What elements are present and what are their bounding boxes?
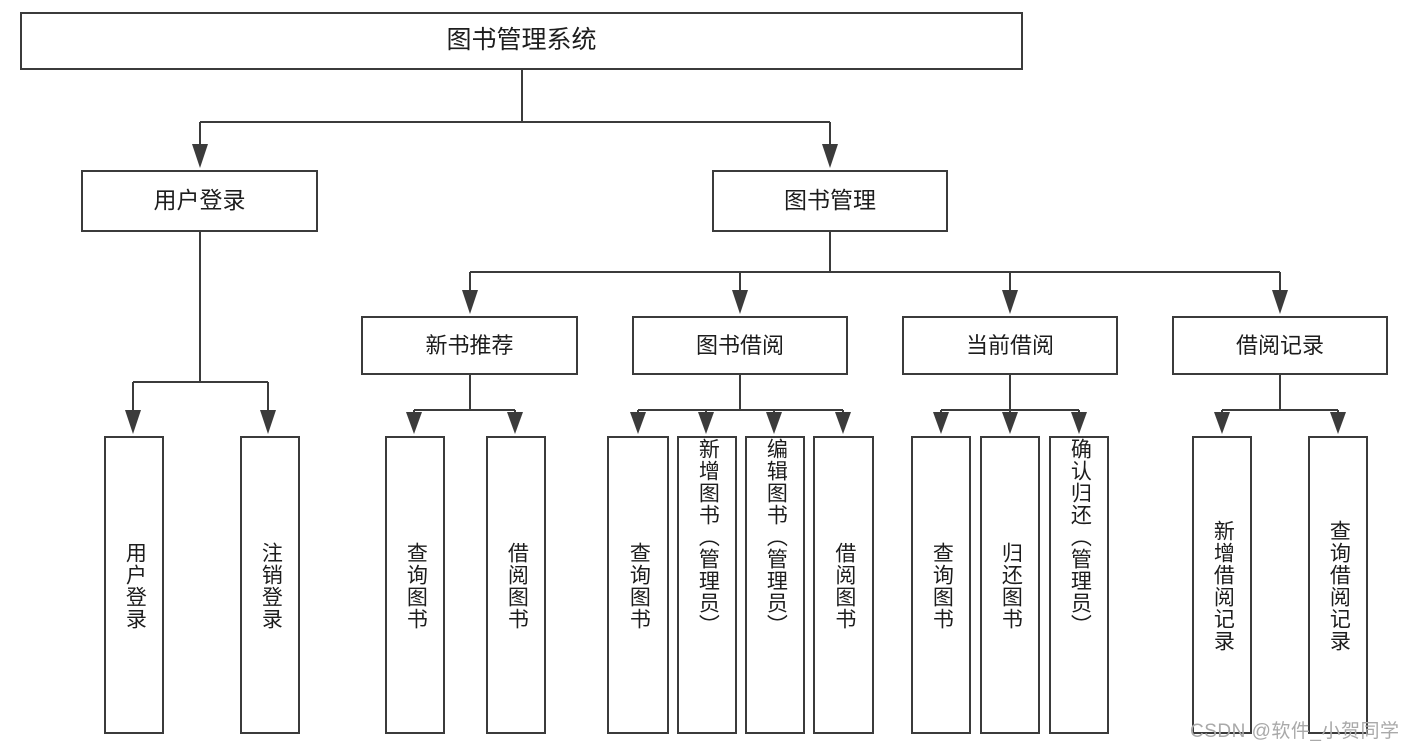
node-leaf-bb-add-book[interactable]: 新增图书（管理员）	[677, 436, 737, 734]
node-leaf-bb-query-book-label: 查询图书	[627, 542, 651, 630]
node-leaf-user-login-label: 用户登录	[123, 542, 147, 630]
node-user-login[interactable]: 用户登录	[81, 170, 318, 232]
arrow-head-borrow-record	[1272, 290, 1288, 314]
node-book-borrow[interactable]: 图书借阅	[632, 316, 848, 375]
arrow-head-book-borrow	[732, 290, 748, 314]
arrow-head-bb-leaf-4	[835, 412, 851, 434]
leaf-inner: 查询图书	[387, 438, 443, 732]
leaf-inner: 查询借阅记录	[1310, 438, 1366, 732]
node-borrow-record[interactable]: 借阅记录	[1172, 316, 1388, 375]
leaf-inner: 归还图书	[982, 438, 1038, 732]
arrow-head-leaf-user-login	[125, 410, 141, 434]
arrow-head-current-borrow	[1002, 290, 1018, 314]
leaf-inner: 用户登录	[106, 438, 162, 732]
leaf-inner: 借阅图书	[488, 438, 544, 732]
leaf-inner: 借阅图书	[815, 438, 872, 732]
leaf-inner: 注销登录	[242, 438, 298, 732]
node-leaf-user-login[interactable]: 用户登录	[104, 436, 164, 734]
node-leaf-cb-query-book[interactable]: 查询图书	[911, 436, 971, 734]
node-leaf-cb-query-book-label: 查询图书	[930, 542, 954, 630]
node-new-book-recommend-label: 新书推荐	[425, 332, 514, 358]
node-borrow-record-label: 借阅记录	[1235, 332, 1324, 358]
node-leaf-bb-query-book[interactable]: 查询图书	[607, 436, 669, 734]
node-root-system[interactable]: 图书管理系统	[20, 12, 1023, 70]
leaf-inner: 确认归还（管理员）	[1051, 438, 1107, 732]
node-leaf-cb-return-book-label: 归还图书	[999, 542, 1023, 630]
node-book-manage-label: 图书管理	[784, 187, 876, 214]
arrow-head-cb-leaf-3	[1071, 412, 1087, 434]
node-leaf-bb-borrow-book[interactable]: 借阅图书	[813, 436, 874, 734]
node-leaf-nb-borrow-book[interactable]: 借阅图书	[486, 436, 546, 734]
leaf-inner: 查询图书	[609, 438, 667, 732]
arrow-head-nb-leaf-2	[507, 412, 523, 434]
arrow-head-cb-leaf-1	[933, 412, 949, 434]
watermark-text: CSDN @软件_小贺同学	[1190, 721, 1400, 742]
arrow-head-bb-leaf-2	[698, 412, 714, 434]
arrow-head-new-book	[462, 290, 478, 314]
arrow-head-nb-leaf-1	[406, 412, 422, 434]
node-current-borrow[interactable]: 当前借阅	[902, 316, 1118, 375]
arrow-head-br-leaf-2	[1330, 412, 1346, 434]
arrow-head-bb-leaf-1	[630, 412, 646, 434]
node-leaf-br-query-record-label: 查询借阅记录	[1327, 520, 1351, 652]
node-leaf-bb-borrow-book-label: 借阅图书	[832, 542, 856, 630]
node-current-borrow-label: 当前借阅	[965, 332, 1054, 358]
node-leaf-logout-label: 注销登录	[259, 542, 283, 630]
arrow-head-cb-leaf-2	[1002, 412, 1018, 434]
node-leaf-bb-edit-book[interactable]: 编辑图书（管理员）	[745, 436, 805, 734]
node-leaf-br-query-record[interactable]: 查询借阅记录	[1308, 436, 1368, 734]
node-leaf-logout[interactable]: 注销登录	[240, 436, 300, 734]
node-leaf-br-add-record[interactable]: 新增借阅记录	[1192, 436, 1252, 734]
node-user-login-label: 用户登录	[153, 187, 246, 214]
arrow-head-bb-leaf-3	[766, 412, 782, 434]
node-leaf-br-add-record-label: 新增借阅记录	[1211, 520, 1235, 652]
leaf-inner: 新增图书（管理员）	[679, 438, 735, 732]
node-leaf-nb-borrow-book-label: 借阅图书	[505, 542, 529, 630]
arrow-head-leaf-logout	[260, 410, 276, 434]
node-leaf-cb-return-book[interactable]: 归还图书	[980, 436, 1040, 734]
node-root-system-label: 图书管理系统	[446, 26, 597, 55]
leaf-inner: 编辑图书（管理员）	[747, 438, 803, 732]
node-new-book-recommend[interactable]: 新书推荐	[361, 316, 578, 375]
leaf-inner: 查询图书	[913, 438, 969, 732]
node-leaf-cb-confirm-return-label: 确认归还（管理员）	[1068, 438, 1092, 636]
node-book-manage[interactable]: 图书管理	[712, 170, 948, 232]
leaf-inner: 新增借阅记录	[1194, 438, 1250, 732]
node-leaf-bb-add-book-label: 新增图书（管理员）	[696, 438, 720, 636]
node-book-borrow-label: 图书借阅	[695, 332, 784, 358]
node-leaf-bb-edit-book-label: 编辑图书（管理员）	[764, 438, 788, 636]
arrow-head-user-login	[192, 144, 208, 168]
node-leaf-nb-query-book[interactable]: 查询图书	[385, 436, 445, 734]
arrow-head-book-manage	[822, 144, 838, 168]
arrow-head-br-leaf-1	[1214, 412, 1230, 434]
node-leaf-nb-query-book-label: 查询图书	[404, 542, 428, 630]
node-leaf-cb-confirm-return[interactable]: 确认归还（管理员）	[1049, 436, 1109, 734]
